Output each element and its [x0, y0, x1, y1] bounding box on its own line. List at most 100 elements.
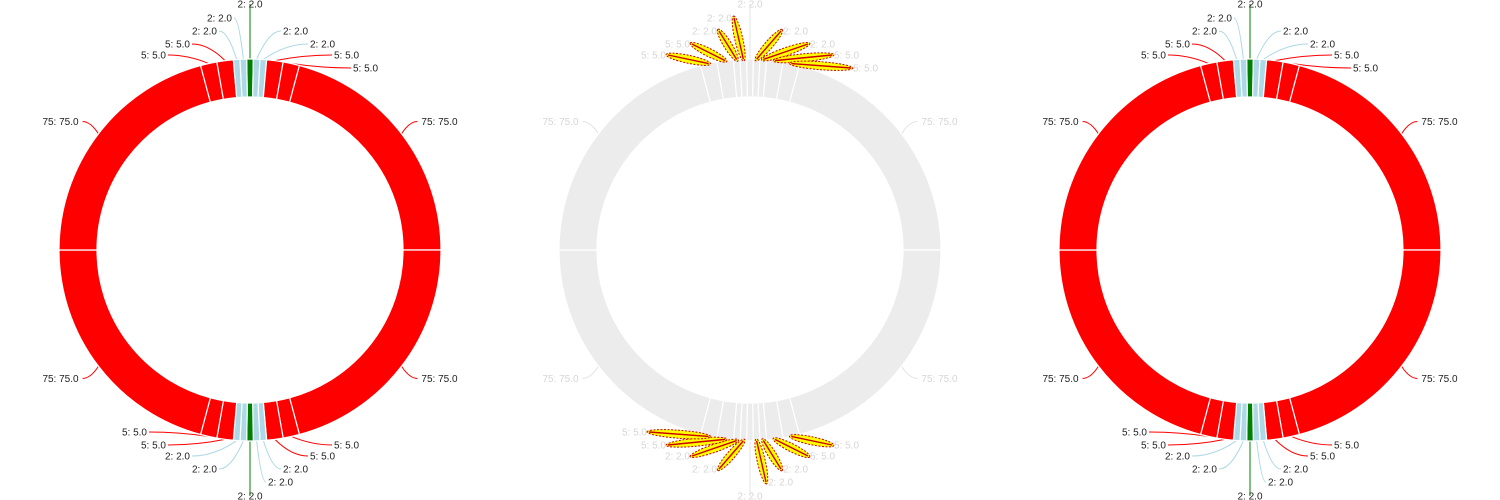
donut-slice-16-value-75[interactable]	[1058, 249, 1212, 436]
slice-label-7: 5: 5.0	[334, 441, 359, 452]
slice-label-18: 5: 5.0	[1141, 51, 1166, 62]
highlight-marker-vein-9	[762, 440, 782, 470]
leader-line-17	[582, 121, 599, 135]
slice-label-13: 2: 2.0	[1165, 452, 1190, 463]
slice-label-2: 2: 2.0	[810, 40, 835, 51]
donut-slice-5-value-75[interactable]	[1288, 64, 1442, 251]
leader-line-19	[191, 43, 226, 61]
slice-label-14: 5: 5.0	[1141, 441, 1166, 452]
leader-line-9	[262, 440, 282, 470]
leader-line-9	[1262, 440, 1282, 470]
donut-slice-5-value-75[interactable]	[788, 64, 942, 251]
slice-label-21: 2: 2.0	[707, 14, 732, 25]
donut-slice-17-value-75[interactable]	[58, 64, 212, 251]
donut-slice-21-value-2[interactable]	[239, 58, 248, 98]
highlight-marker-vein-18	[667, 54, 709, 65]
leader-line-2	[1263, 43, 1309, 60]
highlight-marker-vein-21	[733, 17, 745, 60]
donut-chart-left: 2: 2.02: 2.02: 2.05: 5.05: 5.075: 75.075…	[42, 0, 458, 500]
slice-label-20: 2: 2.0	[1192, 27, 1217, 38]
leader-line-19	[1191, 43, 1226, 61]
highlight-marker-vein-13	[691, 439, 737, 457]
slice-label-0: 2: 2.0	[237, 0, 262, 11]
slice-label-12: 2: 2.0	[192, 465, 217, 476]
slice-label-4: 5: 5.0	[353, 64, 378, 75]
leader-line-18	[1167, 54, 1209, 64]
leader-line-16	[582, 365, 599, 379]
donut-slice-17-value-75[interactable]	[558, 64, 712, 251]
slice-label-21: 2: 2.0	[207, 14, 232, 25]
donut-slice-6-value-75[interactable]	[1288, 249, 1442, 436]
leader-line-3	[274, 54, 333, 62]
slice-label-18: 5: 5.0	[641, 51, 666, 62]
leader-line-3	[1274, 54, 1333, 62]
highlight-marker-vein-2	[763, 43, 809, 61]
slice-label-3: 5: 5.0	[334, 51, 359, 62]
slice-label-17: 75: 75.0	[1042, 117, 1079, 128]
highlight-marker-vein-10	[755, 440, 767, 483]
leader-line-6	[401, 365, 418, 379]
leader-line-16	[82, 365, 99, 379]
slice-label-17: 75: 75.0	[42, 117, 79, 128]
leader-line-17	[1082, 121, 1099, 135]
slice-label-6: 75: 75.0	[1421, 374, 1458, 385]
leader-line-5	[901, 121, 918, 135]
highlight-marker-vein-19	[691, 43, 726, 62]
donut-slice-5-value-75[interactable]	[288, 64, 442, 251]
highlight-marker-vein-3	[774, 54, 833, 62]
slice-label-19: 5: 5.0	[665, 40, 690, 51]
slice-label-16: 75: 75.0	[1042, 374, 1079, 385]
slice-label-13: 2: 2.0	[165, 452, 190, 463]
slice-label-7: 5: 5.0	[834, 441, 859, 452]
highlight-marker-vein-15	[648, 431, 709, 438]
slice-label-4: 5: 5.0	[853, 64, 878, 75]
donut-slice-16-value-75[interactable]	[558, 249, 712, 436]
leader-line-14	[167, 438, 226, 446]
leader-line-7	[291, 436, 333, 446]
slice-label-1: 2: 2.0	[283, 27, 308, 38]
slice-label-9: 2: 2.0	[283, 465, 308, 476]
slice-label-2: 2: 2.0	[1310, 40, 1335, 51]
leader-line-5	[401, 121, 418, 135]
slice-label-11: 2: 2.0	[237, 492, 262, 500]
leader-line-18	[167, 54, 209, 64]
donut-slice-17-value-75[interactable]	[1058, 64, 1212, 251]
highlight-marker-vein-12	[718, 440, 744, 470]
leader-line-13	[1191, 440, 1237, 457]
slice-label-8: 5: 5.0	[310, 452, 335, 463]
slice-label-2: 2: 2.0	[310, 40, 335, 51]
leader-line-17	[82, 121, 99, 135]
slice-label-14: 5: 5.0	[141, 441, 166, 452]
highlight-marker-vein-8	[774, 438, 809, 457]
donut-slice-21-value-2[interactable]	[739, 58, 748, 98]
slice-label-15: 5: 5.0	[622, 428, 647, 439]
slice-label-16: 75: 75.0	[542, 374, 579, 385]
slice-label-0: 2: 2.0	[737, 0, 762, 11]
slice-label-1: 2: 2.0	[783, 27, 808, 38]
slice-label-9: 2: 2.0	[783, 465, 808, 476]
leader-line-6	[901, 365, 918, 379]
slice-label-20: 2: 2.0	[192, 27, 217, 38]
slice-label-15: 5: 5.0	[1122, 428, 1147, 439]
donut-slice-6-value-75[interactable]	[288, 249, 442, 436]
leader-line-10	[256, 440, 267, 483]
slice-label-13: 2: 2.0	[665, 452, 690, 463]
slice-label-12: 2: 2.0	[692, 465, 717, 476]
slice-label-15: 5: 5.0	[122, 428, 147, 439]
slice-label-3: 5: 5.0	[834, 51, 859, 62]
slice-label-17: 75: 75.0	[542, 117, 579, 128]
slice-label-19: 5: 5.0	[165, 40, 190, 51]
slice-label-5: 75: 75.0	[921, 117, 958, 128]
donut-slice-21-value-2[interactable]	[1239, 58, 1248, 98]
slice-label-6: 75: 75.0	[921, 374, 958, 385]
donut-slice-16-value-75[interactable]	[58, 249, 212, 436]
slice-label-10: 2: 2.0	[268, 478, 293, 489]
slice-label-9: 2: 2.0	[1283, 465, 1308, 476]
donut-chart-right: 2: 2.02: 2.02: 2.05: 5.05: 5.075: 75.075…	[1042, 0, 1458, 500]
donut-slice-6-value-75[interactable]	[788, 249, 942, 436]
leader-line-13	[191, 440, 237, 457]
leader-line-1	[256, 30, 282, 60]
highlight-marker-vein-4	[791, 62, 852, 69]
slice-label-5: 75: 75.0	[421, 117, 458, 128]
